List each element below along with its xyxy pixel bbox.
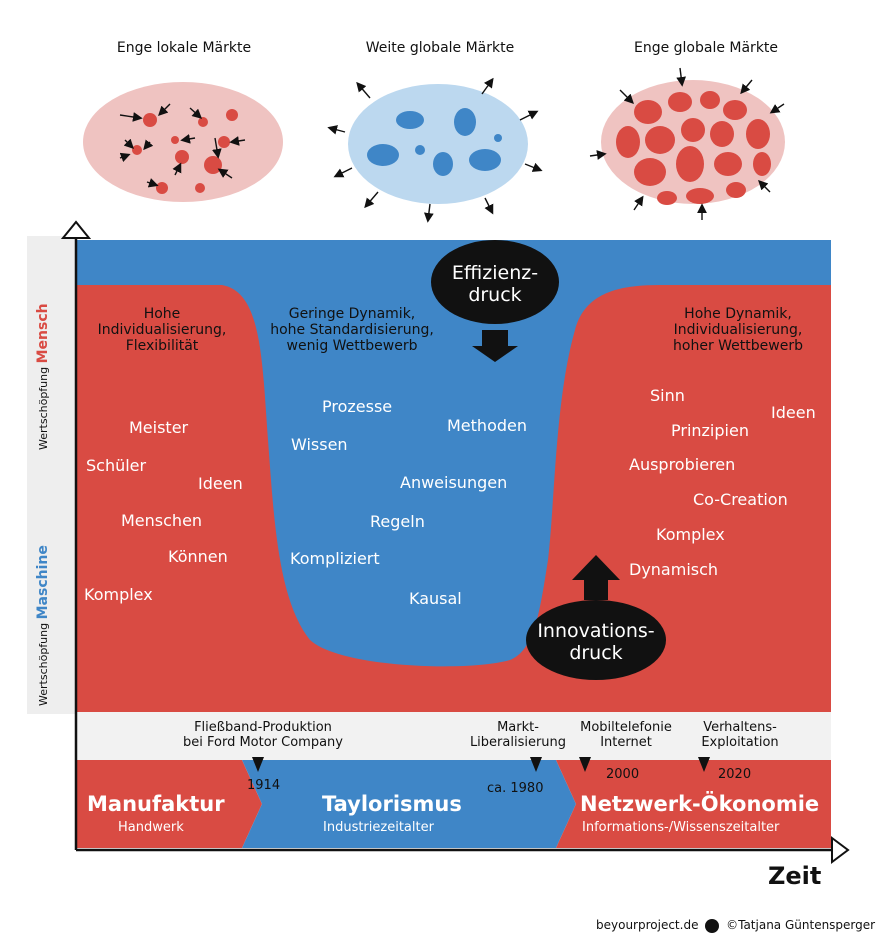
right-word: Sinn	[650, 386, 685, 405]
x-axis-label: Zeit	[768, 862, 822, 890]
right-word: Co-Creation	[693, 490, 788, 509]
middle-word: Anweisungen	[400, 473, 508, 492]
marker-1980-icon	[530, 757, 542, 772]
timeline-event-liberalisierung: Markt-Liberalisierung	[469, 720, 567, 750]
era-band-taylorismus	[242, 760, 576, 848]
era-title-netzwerk: Netzwerk-Ökonomie	[580, 792, 820, 816]
footer-credit: beyourproject.de ©Tatjana Güntensperger	[596, 918, 875, 933]
left-word: Schüler	[86, 456, 147, 475]
wide-global-markets-illustration	[327, 77, 543, 223]
down-arrow-icon	[472, 330, 518, 362]
era-title-taylorismus: Taylorismus	[322, 792, 462, 816]
era-subtitle-taylorismus: Industriezeitalter	[323, 820, 434, 835]
year-2000: 2000	[606, 767, 640, 782]
human-value-area	[76, 285, 831, 712]
middle-word: Wissen	[291, 435, 348, 454]
left-word: Ideen	[198, 474, 243, 493]
year-1980: ca. 1980	[487, 781, 544, 796]
local-markets-illustration	[83, 82, 283, 202]
innovation-pressure-label: Innovations-druck	[537, 620, 655, 664]
middle-word: Prozesse	[322, 397, 393, 416]
left-word: Komplex	[84, 585, 153, 604]
market-title-global-wide: Weite globale Märkte	[365, 40, 515, 56]
right-word: Ideen	[771, 403, 816, 422]
year-1914: 1914	[247, 778, 281, 793]
year-2020: 2020	[718, 767, 752, 782]
market-title-global-tight: Enge globale Märkte	[633, 40, 779, 56]
left-word: Können	[168, 547, 228, 566]
middle-word: Kausal	[409, 589, 462, 608]
footer-site: beyourproject.de	[596, 918, 699, 932]
y-axis-label-machine: Wertschöpfung Maschine	[35, 545, 51, 706]
era-band-netzwerk	[556, 760, 831, 848]
right-word: Ausprobieren	[629, 455, 736, 474]
market-title-local: Enge lokale Märkte	[116, 40, 252, 56]
marker-1914-icon	[252, 757, 264, 772]
x-axis-arrow-icon	[831, 836, 850, 864]
innovation-pressure-blob	[526, 600, 666, 680]
left-word: Menschen	[121, 511, 203, 530]
person-icon	[705, 918, 720, 933]
timeline-event-verhaltens: Verhaltens-Exploitation	[701, 720, 779, 750]
right-word: Prinzipien	[671, 421, 749, 440]
right-word: Komplex	[656, 525, 725, 544]
efficiency-pressure-label: Effizienz-druck	[451, 262, 539, 306]
left-word: Meister	[129, 418, 189, 437]
right-panel-heading: Hohe Dynamik,Individualisierung,hoher We…	[673, 306, 803, 354]
middle-word: Kompliziert	[290, 549, 380, 568]
efficiency-pressure-blob	[431, 240, 559, 324]
era-subtitle-netzwerk: Informations-/Wissenszeitalter	[582, 820, 780, 835]
y-axis-arrow-icon	[60, 220, 92, 239]
middle-word: Regeln	[370, 512, 425, 531]
marker-2020-icon	[698, 757, 710, 772]
right-word: Dynamisch	[629, 560, 719, 579]
middle-panel-heading: Geringe Dynamik,hohe Standardisierung,we…	[270, 306, 434, 354]
era-band-manufaktur	[76, 760, 262, 848]
era-title-manufaktur: Manufaktur	[87, 792, 225, 816]
y-axis-label-human: Wertschöpfung Mensch	[35, 303, 51, 450]
marker-2000-icon	[579, 757, 591, 772]
footer-copyright: ©Tatjana Güntensperger	[726, 918, 876, 932]
era-subtitle-manufaktur: Handwerk	[118, 820, 184, 835]
tight-global-markets-illustration	[589, 67, 785, 220]
up-arrow-icon	[572, 555, 620, 600]
market-illustrations	[83, 67, 785, 223]
middle-word: Methoden	[447, 416, 527, 435]
